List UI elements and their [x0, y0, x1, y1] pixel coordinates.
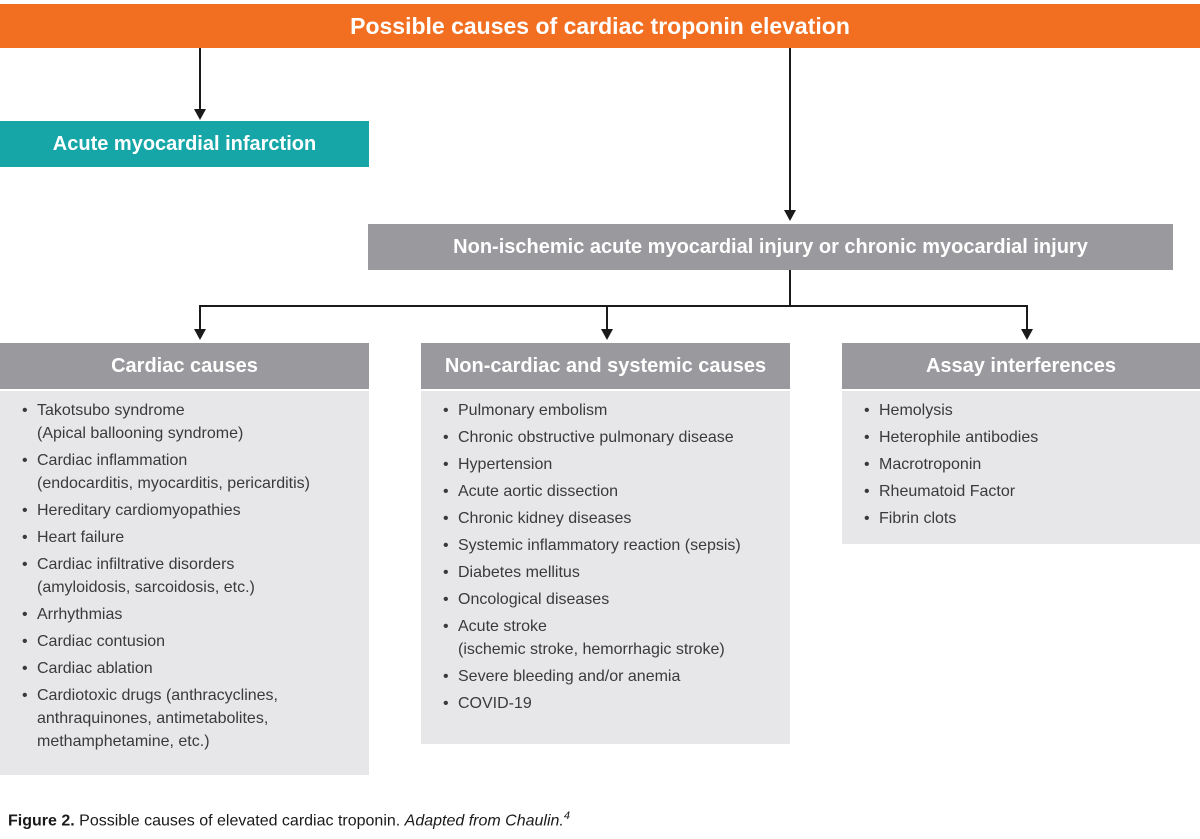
list-item: Arrhythmias — [22, 603, 361, 626]
arrowhead — [601, 329, 613, 340]
arrowhead — [194, 109, 206, 120]
column-body: Takotsubo syndrome (Apical ballooning sy… — [0, 391, 369, 775]
list-item: Fibrin clots — [864, 507, 1192, 530]
arrowhead — [784, 210, 796, 221]
list-item: Diabetes mellitus — [443, 561, 782, 584]
list-item: Chronic obstructive pulmonary disease — [443, 426, 782, 449]
list-item: Oncological diseases — [443, 588, 782, 611]
list-item: Acute aortic dissection — [443, 480, 782, 503]
list-item: Rheumatoid Factor — [864, 480, 1192, 503]
list-item: Cardiac inflammation (endocarditis, myoc… — [22, 449, 361, 495]
list-item: Pulmonary embolism — [443, 399, 782, 422]
figure-caption-text: Possible causes of elevated cardiac trop… — [79, 812, 401, 830]
figure-caption-reference: 4 — [563, 810, 570, 822]
figure-caption: Figure 2. Possible causes of elevated ca… — [8, 810, 570, 830]
node-non-ischemic-injury: Non-ischemic acute myocardial injury or … — [368, 224, 1173, 270]
list-item: Cardiac ablation — [22, 657, 361, 680]
figure-caption-label: Figure 2. — [8, 812, 75, 830]
list-item: Hemolysis — [864, 399, 1192, 422]
diagram-title: Possible causes of cardiac troponin elev… — [350, 12, 850, 39]
column-assay-interferences: Assay interferences HemolysisHeterophile… — [842, 343, 1200, 544]
list-item: Cardiac infiltrative disorders (amyloido… — [22, 553, 361, 599]
list-item: Heterophile antibodies — [864, 426, 1192, 449]
column-non-cardiac-systemic-causes: Non-cardiac and systemic causes Pulmonar… — [421, 343, 790, 744]
cause-list: HemolysisHeterophile antibodiesMacrotrop… — [864, 399, 1192, 530]
diagram-title-banner: Possible causes of cardiac troponin elev… — [0, 4, 1200, 48]
branch-connector — [199, 270, 1028, 332]
node-label: Non-ischemic acute myocardial injury or … — [453, 235, 1088, 258]
arrowhead — [194, 329, 206, 340]
column-header: Assay interferences — [842, 343, 1200, 389]
column-body: Pulmonary embolismChronic obstructive pu… — [421, 391, 790, 744]
list-item: COVID-19 — [443, 692, 782, 715]
node-acute-myocardial-infarction: Acute myocardial infarction — [0, 121, 369, 167]
list-item: Chronic kidney diseases — [443, 507, 782, 530]
list-item: Macrotroponin — [864, 453, 1192, 476]
column-header: Cardiac causes — [0, 343, 369, 389]
list-item: Hypertension — [443, 453, 782, 476]
node-label: Acute myocardial infarction — [52, 132, 317, 155]
column-cardiac-causes: Cardiac causes Takotsubo syndrome (Apica… — [0, 343, 369, 775]
figure-caption-source: Adapted from Chaulin. — [404, 812, 564, 830]
list-item: Cardiotoxic drugs (anthracyclines, anthr… — [22, 684, 361, 753]
column-body: HemolysisHeterophile antibodiesMacrotrop… — [842, 391, 1200, 544]
list-item: Severe bleeding and/or anemia — [443, 665, 782, 688]
column-header-label: Non-cardiac and systemic causes — [444, 354, 767, 377]
list-item: Hereditary cardiomyopathies — [22, 499, 361, 522]
list-item: Systemic inflammatory reaction (sepsis) — [443, 534, 782, 557]
list-item: Acute stroke (ischemic stroke, hemorrhag… — [443, 615, 782, 661]
column-header-label: Assay interferences — [925, 354, 1117, 377]
arrowhead — [1021, 329, 1033, 340]
cause-list: Pulmonary embolismChronic obstructive pu… — [443, 399, 782, 715]
column-header: Non-cardiac and systemic causes — [421, 343, 790, 389]
list-item: Cardiac contusion — [22, 630, 361, 653]
list-item: Heart failure — [22, 526, 361, 549]
list-item: Takotsubo syndrome (Apical ballooning sy… — [22, 399, 361, 445]
column-header-label: Cardiac causes — [111, 354, 258, 377]
cause-list: Takotsubo syndrome (Apical ballooning sy… — [22, 399, 361, 753]
